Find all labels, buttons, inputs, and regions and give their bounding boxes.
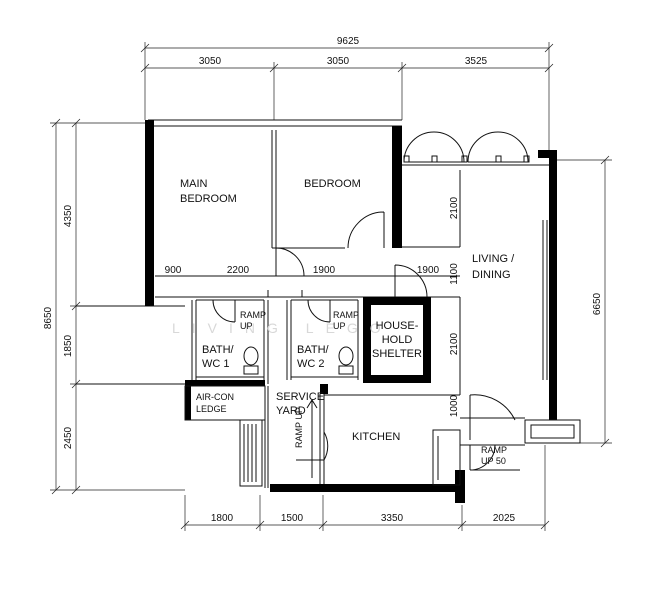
- top-dimensions: 9625 3050 3050 3525: [140, 36, 554, 150]
- label-bath2-ramp-1: RAMP: [333, 310, 359, 320]
- dim-top-seg-1: 3050: [199, 56, 222, 67]
- dim-900: 900: [165, 265, 182, 276]
- label-shelter-2: HOLD: [382, 334, 413, 346]
- label-living-1: LIVING /: [472, 253, 515, 265]
- room-labels: MAIN BEDROOM BEDROOM LIVING / DINING BAT…: [180, 178, 515, 443]
- label-shelter-3: SHELTER: [372, 348, 422, 360]
- dim-left-seg-1: 4350: [63, 204, 74, 227]
- label-main-bedroom-1: MAIN: [180, 178, 208, 190]
- label-bath1-ramp-2: UP: [240, 321, 253, 331]
- ramp-labels: RAMP UP RAMP UP RAMP UP RAMP UP 50: [240, 310, 507, 466]
- bottom-dimensions: 1800 1500 3350 2025: [180, 445, 550, 531]
- dim-bottom-seg-2: 1500: [281, 513, 304, 524]
- right-dimensions: 6650: [555, 155, 612, 448]
- label-entry-ramp-2: UP 50: [481, 456, 506, 466]
- dim-1100: 1100: [449, 263, 460, 285]
- doors: [212, 131, 530, 471]
- dim-2100-a: 2100: [449, 196, 460, 219]
- label-service-yard-2: YARD: [276, 405, 306, 417]
- dim-top-seg-3: 3525: [465, 56, 488, 67]
- interior-dimensions: 900 2200 1900 1900 2100 1100 2100 1000: [165, 196, 460, 417]
- label-main-bedroom-2: BEDROOM: [180, 193, 237, 205]
- label-living-2: DINING: [472, 269, 511, 281]
- bath-partitions: [191, 299, 359, 384]
- label-bath1-ramp-1: RAMP: [240, 310, 266, 320]
- label-yard-ramp: RAMP UP: [294, 407, 304, 448]
- label-bath1-1: BATH/: [202, 344, 235, 356]
- label-aircon-1: AIR-CON: [196, 392, 234, 402]
- entry-area: [460, 417, 581, 471]
- service-kitchen-lines: [150, 305, 461, 488]
- label-shelter-1: HOUSE-: [376, 320, 419, 332]
- dim-bottom-seg-1: 1800: [211, 513, 234, 524]
- label-service-yard-1: SERVICE: [276, 391, 324, 403]
- dim-1900-a: 1900: [313, 265, 336, 276]
- label-entry-ramp-1: RAMP: [481, 445, 507, 455]
- dim-left-seg-3: 2450: [63, 426, 74, 449]
- dim-left-total: 8650: [43, 306, 54, 329]
- yard-ramp-arrow: [306, 399, 318, 478]
- walls: [145, 120, 557, 503]
- dim-1900-b: 1900: [417, 265, 440, 276]
- dim-2200: 2200: [227, 265, 250, 276]
- dim-top-total: 9625: [337, 36, 360, 47]
- label-aircon-2: LEDGE: [196, 404, 227, 414]
- label-bath1-2: WC 1: [202, 358, 230, 370]
- dim-2100-b: 2100: [449, 332, 460, 355]
- dim-top-seg-2: 3050: [327, 56, 350, 67]
- dim-bottom-seg-3: 3350: [381, 513, 404, 524]
- label-bedroom: BEDROOM: [304, 178, 361, 190]
- label-kitchen: KITCHEN: [352, 431, 400, 443]
- label-bath2-1: BATH/: [297, 344, 330, 356]
- dim-bottom-seg-4: 2025: [493, 513, 516, 524]
- dim-1000: 1000: [449, 394, 460, 417]
- label-bath2-ramp-2: UP: [333, 321, 346, 331]
- watermark: LIVING LEGO: [172, 320, 393, 336]
- dim-left-seg-2: 1850: [63, 334, 74, 357]
- label-bath2-2: WC 2: [297, 358, 325, 370]
- dim-right-total: 6650: [592, 292, 603, 315]
- outline-lines: [76, 119, 549, 395]
